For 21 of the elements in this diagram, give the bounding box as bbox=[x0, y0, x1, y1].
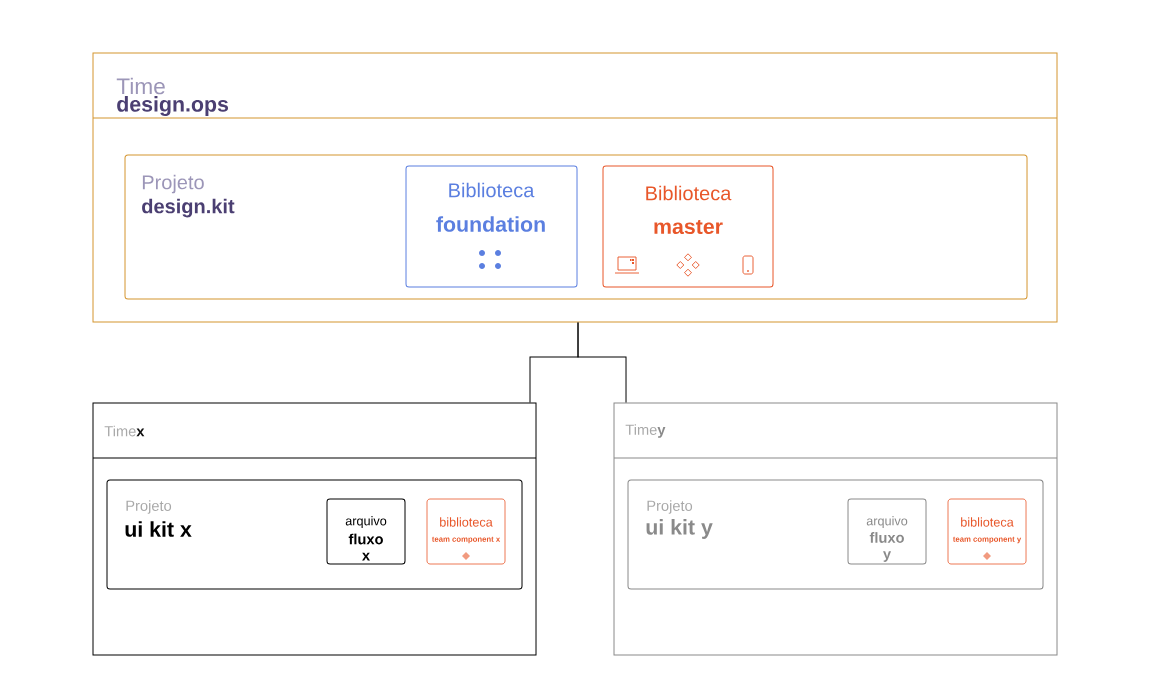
file-name: fluxo x bbox=[348, 533, 383, 561]
library-label: biblioteca bbox=[440, 517, 493, 527]
project-name: design.kit bbox=[142, 198, 235, 218]
project-label: Projeto bbox=[142, 174, 204, 194]
library-name: master bbox=[654, 219, 723, 235]
file-label: arquivo bbox=[345, 516, 387, 528]
project-label: Projeto bbox=[126, 500, 172, 514]
team-label: Timex bbox=[104, 425, 145, 437]
project-label: Projeto bbox=[647, 500, 693, 514]
team-label: Time bbox=[116, 77, 165, 95]
library-label: biblioteca bbox=[961, 517, 1014, 527]
library-name: foundation bbox=[436, 216, 545, 232]
file-label: arquivo bbox=[866, 516, 908, 528]
library-label: Biblioteca bbox=[646, 185, 732, 201]
team-label: Timey bbox=[625, 424, 666, 438]
library-label: Biblioteca bbox=[449, 182, 535, 198]
file-name: fluxo y bbox=[869, 532, 904, 562]
team-name: design.ops bbox=[117, 96, 228, 116]
project-name: ui kit x bbox=[125, 521, 192, 537]
project-name: ui kit y bbox=[646, 519, 713, 539]
connector-line bbox=[577, 322, 627, 403]
